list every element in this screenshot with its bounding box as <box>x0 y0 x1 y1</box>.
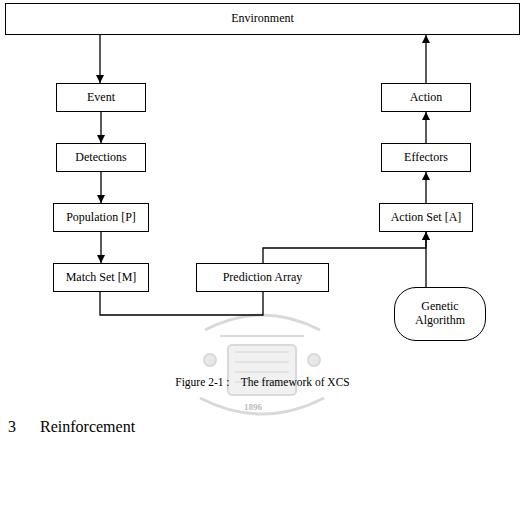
process-box: Population [P] <box>53 203 149 232</box>
flow-arrow <box>263 232 426 263</box>
watermark-dot <box>204 354 216 366</box>
flow-arrow <box>100 172 101 203</box>
node-label: Match Set [M] <box>66 271 137 285</box>
figure-caption: Figure 2-1 : The framework of XCS <box>0 376 525 388</box>
process-box: Action Set [A] <box>379 203 473 232</box>
process-box: Action <box>381 83 471 112</box>
node-label: Detections <box>75 151 126 165</box>
node-label: Population [P] <box>66 211 136 225</box>
node-label: Environment <box>231 12 294 26</box>
environment-box: Environment <box>5 3 520 35</box>
flow-arrow <box>425 112 426 143</box>
flow-arrow <box>425 35 426 83</box>
watermark-bar <box>220 335 304 337</box>
process-box: Event <box>56 83 146 112</box>
section-heading: Reinforcement <box>40 418 135 436</box>
node-label: Effectors <box>404 151 448 165</box>
process-box: Match Set [M] <box>53 263 149 292</box>
process-box: Detections <box>56 143 146 172</box>
flow-arrow <box>425 232 426 287</box>
node-label: Action Set [A] <box>391 211 462 225</box>
node-label: Event <box>87 91 115 105</box>
watermark-emblem <box>200 315 324 414</box>
node-label: Action <box>410 91 443 105</box>
node-label: Genetic Algorithm <box>405 300 475 328</box>
flow-arrow <box>100 232 101 263</box>
flow-arrow <box>99 35 100 83</box>
node-label: Prediction Array <box>223 271 303 285</box>
watermark-year: 1896 <box>244 402 262 412</box>
watermark-base <box>200 398 324 414</box>
process-box: Prediction Array <box>196 263 329 292</box>
rounded-process: Genetic Algorithm <box>394 287 486 341</box>
watermark-dot <box>308 354 320 366</box>
flow-arrow <box>100 112 101 143</box>
section-number: 3 <box>8 418 16 436</box>
flow-arrow <box>425 172 426 203</box>
watermark-arc <box>205 315 320 330</box>
process-box: Effectors <box>381 143 471 172</box>
